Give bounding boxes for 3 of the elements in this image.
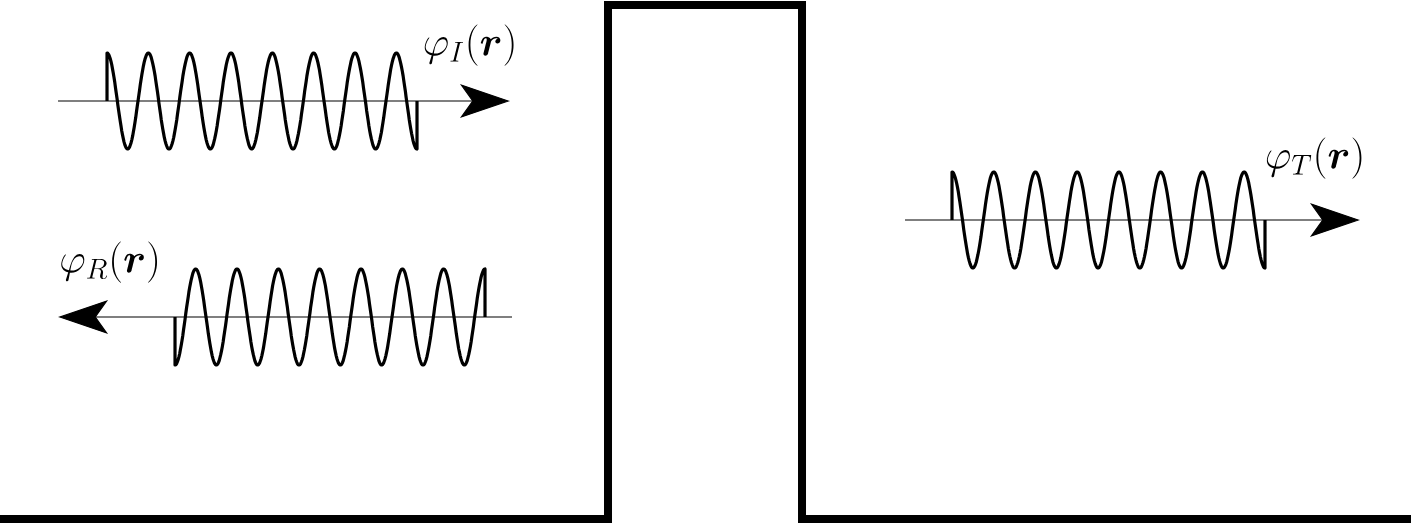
formula-label: $\varphi_R(\boldsymbol{r})$ xyxy=(61,241,158,283)
formula-label: $\varphi_T(\boldsymbol{r})$ xyxy=(1266,137,1362,179)
formula-label: $\varphi_I(\boldsymbol{r})$ xyxy=(424,24,514,66)
